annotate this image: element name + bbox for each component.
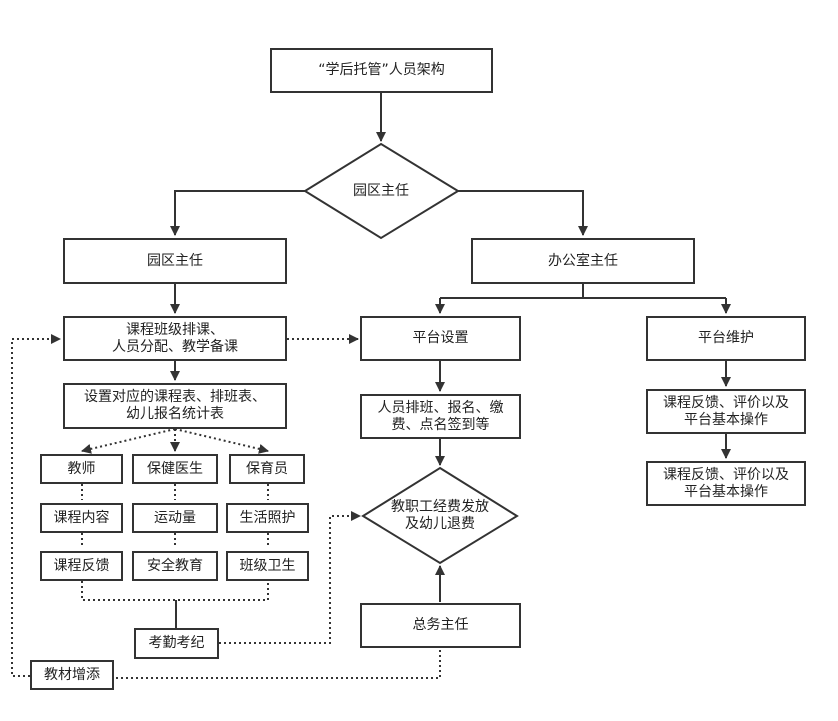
class-hygiene-text: 班级卫生	[239, 557, 296, 574]
caregiver-text: 保育员	[246, 460, 288, 477]
park-director-text: 园区主任	[147, 252, 203, 269]
teacher-text: 教师	[67, 460, 96, 477]
exercise-box: 运动量	[132, 503, 218, 533]
course-content-text: 课程内容	[53, 509, 110, 526]
park-director-box: 园区主任	[63, 238, 287, 284]
platform-maintenance-text: 平台维护	[698, 330, 754, 346]
timetables-box: 设置对应的课程表、排班表、 幼儿报名统计表	[63, 383, 287, 429]
feedback-text-1: 课程反馈、评价以及 平台基本操作	[663, 394, 789, 428]
health-doctor-box: 保健医生	[132, 454, 218, 484]
feedback-box-1: 课程反馈、评价以及 平台基本操作	[646, 389, 806, 434]
title-box: “学后托管”人员架构	[270, 48, 493, 93]
course-feedback-box: 课程反馈	[40, 551, 123, 581]
teacher-box: 教师	[40, 454, 123, 484]
safety-education-text: 安全教育	[147, 557, 203, 574]
office-director-box: 办公室主任	[471, 238, 695, 284]
dotted-materials-loop	[11, 334, 61, 677]
exercise-text: 运动量	[154, 509, 196, 526]
dotted-timetables-to-caregiver	[174, 428, 269, 454]
general-affairs-box: 总务主任	[360, 603, 521, 648]
dotted-bottom-bracket	[81, 581, 269, 601]
dotted-attendance-to-payroll	[219, 511, 361, 644]
health-doctor-text: 保健医生	[147, 460, 203, 477]
scheduling-text: 课程班级排课、 人员分配、教学备课	[112, 321, 238, 355]
attendance-box: 考勤考纪	[134, 628, 219, 659]
platform-setup-text: 平台设置	[412, 330, 469, 346]
feedback-text-2: 课程反馈、评价以及 平台基本操作	[663, 466, 789, 500]
arrow-diamond-to-park	[170, 190, 305, 236]
park-director-diamond-shape	[303, 142, 460, 240]
general-affairs-text: 总务主任	[412, 617, 469, 633]
scheduling-box: 课程班级排课、 人员分配、教学备课	[63, 316, 287, 361]
platform-maintenance-box: 平台维护	[646, 316, 806, 361]
attendance-text: 考勤考纪	[148, 635, 205, 651]
staff-tasks-text: 人员排班、报名、缴 费、点名签到等	[377, 399, 504, 433]
feedback-box-2: 课程反馈、评价以及 平台基本操作	[646, 461, 806, 506]
course-content-box: 课程内容	[40, 503, 123, 533]
class-hygiene-box: 班级卫生	[226, 551, 309, 581]
timetables-text: 设置对应的课程表、排班表、 幼儿报名统计表	[84, 389, 266, 422]
arrow-diamond-to-office	[458, 190, 588, 236]
life-care-box: 生活照护	[226, 503, 309, 533]
materials-text: 教材增添	[44, 666, 100, 683]
caregiver-box: 保育员	[229, 454, 305, 484]
office-director-text: 办公室主任	[548, 252, 618, 269]
platform-setup-box: 平台设置	[360, 316, 521, 361]
course-feedback-text: 课程反馈	[53, 557, 110, 574]
safety-education-box: 安全教育	[132, 551, 218, 581]
dotted-general-to-materials	[114, 650, 441, 679]
title-text: “学后托管”人员架构	[318, 62, 445, 78]
park-director-diamond-label: 园区主任	[353, 182, 409, 199]
staff-tasks-box: 人员排班、报名、缴 费、点名签到等	[360, 394, 521, 439]
dotted-timetables-to-teacher	[81, 428, 176, 454]
payroll-diamond-shape	[361, 466, 519, 565]
materials-box: 教材增添	[30, 660, 114, 690]
payroll-diamond-label: 教职工经费发放 及幼儿退费	[391, 499, 489, 532]
life-care-text: 生活照护	[239, 509, 296, 526]
